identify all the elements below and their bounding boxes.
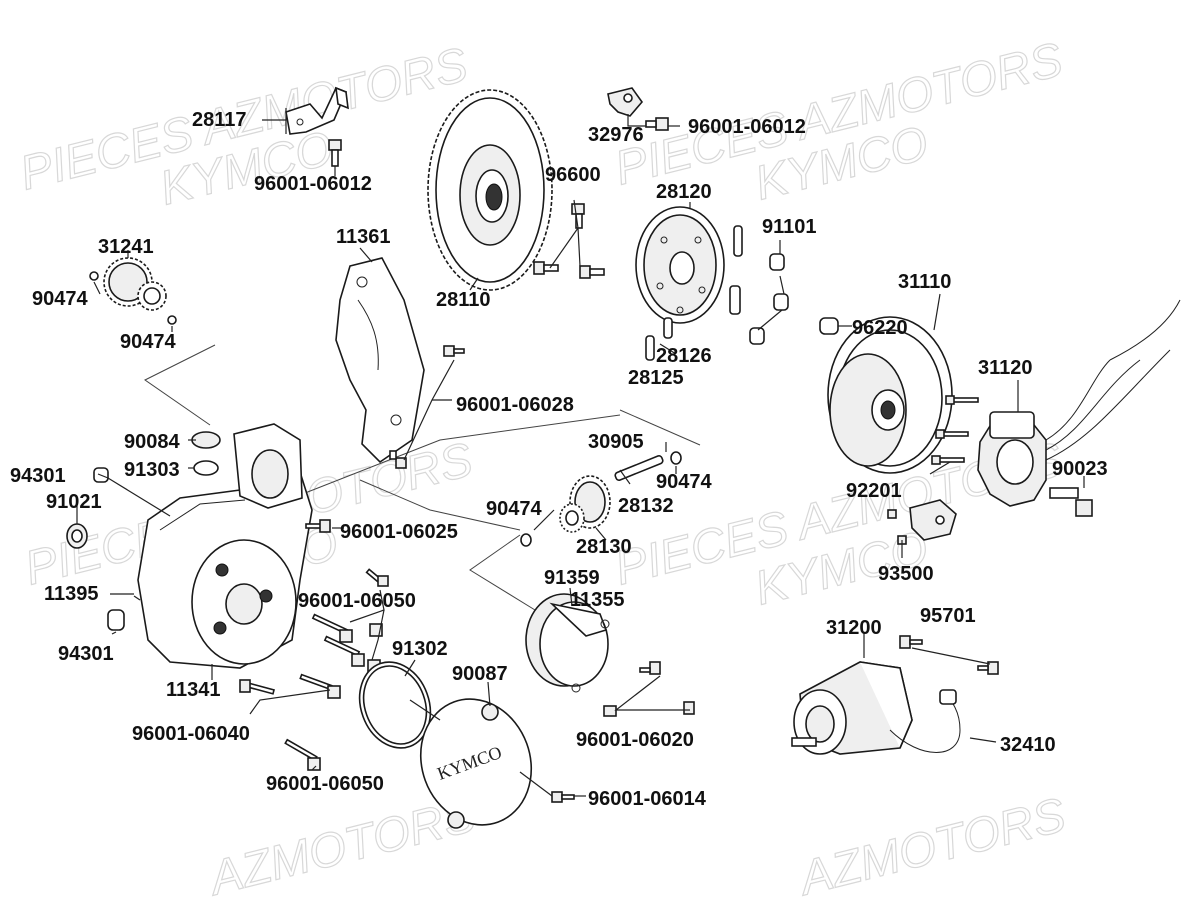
part-90084-plug — [191, 431, 221, 449]
part-label: 91359 — [544, 567, 600, 589]
part-label: 96001-06014 — [588, 788, 707, 810]
washer-90474-d — [520, 533, 532, 547]
part-label: 93500 — [878, 563, 934, 585]
leader-lines — [76, 108, 1085, 797]
part-label: 90023 — [1052, 458, 1108, 480]
part-11341-crankcase-cover — [137, 423, 313, 669]
part-93500-pickup — [887, 499, 957, 545]
assembly-guide-lines — [144, 344, 701, 611]
part-label: 96001-06050 — [298, 590, 416, 612]
part-32976-clip — [607, 87, 644, 117]
part-label: 31120 — [978, 357, 1033, 379]
part-28130-starter-idle-gear — [559, 475, 611, 533]
part-11361-chain-guide — [335, 257, 425, 464]
bolt-92201-set — [931, 395, 979, 465]
part-label: 31200 — [826, 617, 882, 639]
washer-90474-c — [670, 451, 682, 465]
bolt-96001-06050-b — [284, 738, 321, 771]
part-label: 32410 — [1000, 734, 1056, 756]
part-label: 96001-06025 — [340, 521, 458, 543]
washer-90474-b — [167, 315, 177, 325]
part-91101-rollers — [749, 253, 789, 345]
part-label: 96220 — [852, 317, 908, 339]
part-label: 11355 — [570, 589, 625, 611]
part-label: 32976 — [588, 124, 644, 146]
part-label: 90474 — [656, 471, 712, 493]
bolts-95701 — [899, 635, 999, 675]
part-90087-cover: KYMCO — [419, 698, 533, 829]
part-91303-oring — [193, 460, 219, 476]
part-label: 96001-06028 — [456, 394, 574, 416]
part-label: 31110 — [898, 271, 951, 293]
part-label: 28125 — [628, 367, 684, 389]
part-28120-one-way-clutch — [635, 206, 725, 324]
part-31241-gear — [103, 257, 167, 311]
part-label: 28130 — [576, 536, 632, 558]
part-label: 90084 — [124, 431, 180, 453]
part-label: 28120 — [656, 181, 712, 203]
part-label: 11361 — [336, 226, 391, 248]
part-90023-bolt — [1049, 487, 1093, 517]
part-28110-starter-ring-gear — [427, 89, 553, 291]
part-label: 28132 — [618, 495, 674, 517]
part-91302-oring — [358, 661, 432, 749]
part-label: 91302 — [392, 638, 448, 660]
part-label: 31241 — [98, 236, 154, 258]
part-label: 11341 — [166, 679, 221, 701]
bolt-96001-06025 — [305, 519, 331, 533]
part-label: 28126 — [656, 345, 712, 367]
part-label: 90474 — [486, 498, 542, 520]
part-label: 90474 — [120, 331, 176, 353]
part-label: 94301 — [10, 465, 66, 487]
part-label: 96001-06012 — [254, 173, 372, 195]
part-label: 91303 — [124, 459, 180, 481]
part-94301-dowel-b — [107, 609, 125, 631]
part-label: 96001-06040 — [132, 723, 250, 745]
part-31120-stator — [977, 299, 1181, 507]
part-label: 96001-06020 — [576, 729, 694, 751]
part-31110-flywheel-rotor — [827, 316, 953, 474]
part-label: 28117 — [192, 109, 247, 131]
part-label: 96001-06050 — [266, 773, 384, 795]
part-label: 94301 — [58, 643, 114, 665]
bolts-96001-06020 — [603, 661, 695, 717]
bolt-96001-06014 — [551, 791, 575, 803]
part-label: 28110 — [436, 289, 491, 311]
part-96220-roller — [819, 317, 839, 335]
part-label: 92201 — [846, 480, 902, 502]
part-31200-starter-motor — [791, 661, 913, 755]
part-labels: 28117 96001-06012 32976 96001-06012 3124… — [10, 109, 1108, 810]
part-label: 30905 — [588, 431, 644, 453]
part-label: 96001-06012 — [688, 116, 806, 138]
part-label: 91021 — [46, 491, 102, 513]
part-91021-oil-seal — [66, 523, 88, 549]
bolts-96001-06040 — [239, 673, 341, 699]
watermark-text: AZMOTORS — [202, 789, 481, 900]
part-30905-shaft — [614, 455, 664, 481]
part-28126-springs — [645, 225, 743, 361]
part-11355-starter-cover — [525, 593, 610, 693]
part-28117-bracket — [285, 86, 349, 135]
washer-90474-a — [89, 271, 99, 281]
part-label: 90474 — [32, 288, 88, 310]
part-label: 11395 — [44, 583, 99, 605]
part-96600-bolts — [533, 203, 605, 279]
bolts-96001-06050-a — [311, 568, 389, 673]
bolt-96001-06012-b — [645, 117, 669, 131]
part-label: 96600 — [545, 164, 601, 186]
part-32410-cable — [889, 689, 961, 753]
part-label: 91101 — [762, 216, 817, 238]
part-label: 90087 — [452, 663, 508, 685]
bolt-96001-06028 — [389, 345, 465, 469]
watermark-text: AZMOTORS — [792, 789, 1071, 900]
part-label: 95701 — [920, 605, 976, 627]
